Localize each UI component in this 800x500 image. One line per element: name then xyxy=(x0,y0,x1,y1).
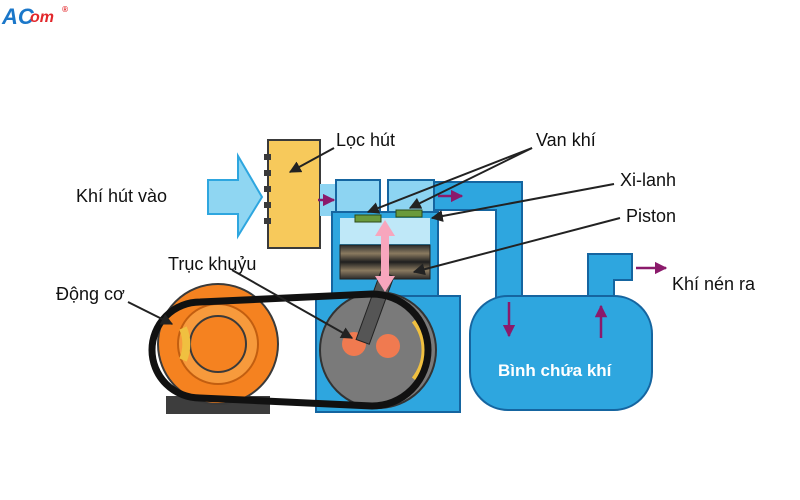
label-output: Khí nén ra xyxy=(672,274,756,294)
logo-mark: ® xyxy=(62,5,68,14)
leader-valve-1 xyxy=(366,147,533,214)
label-cylinder: Xi-lanh xyxy=(620,170,676,190)
motor-pulley-icon xyxy=(157,283,279,405)
intake-valve xyxy=(354,214,382,223)
leader-filter xyxy=(288,147,335,173)
brand-logo: AC om ® xyxy=(1,4,68,29)
intake-filter-icon xyxy=(264,139,321,249)
leader-cylinder xyxy=(430,183,615,222)
intake-arrow-icon xyxy=(207,152,264,240)
label-intake: Khí hút vào xyxy=(76,186,167,206)
leader-piston xyxy=(412,217,621,276)
tank-outlet-pipe xyxy=(587,253,633,303)
piston-motion-arrow xyxy=(375,220,395,292)
label-filter: Lọc hút xyxy=(336,130,395,150)
leader-crankshaft xyxy=(231,269,354,339)
logo-text-a: AC xyxy=(1,4,35,29)
label-valve: Van khí xyxy=(536,130,596,150)
leader-motor xyxy=(127,301,174,325)
label-motor: Động cơ xyxy=(56,284,125,304)
label-tank: Bình chứa khí xyxy=(498,361,613,380)
air-tank-icon xyxy=(469,253,653,411)
label-piston: Piston xyxy=(626,206,676,226)
logo-text-b: om xyxy=(30,9,54,26)
leader-lines xyxy=(127,147,621,339)
air-tank xyxy=(469,295,653,411)
outlet-valve xyxy=(395,209,423,218)
drive-belt xyxy=(148,290,432,410)
leader-valve-2 xyxy=(408,147,533,209)
label-crankshaft: Trục khuỷu xyxy=(168,254,256,274)
